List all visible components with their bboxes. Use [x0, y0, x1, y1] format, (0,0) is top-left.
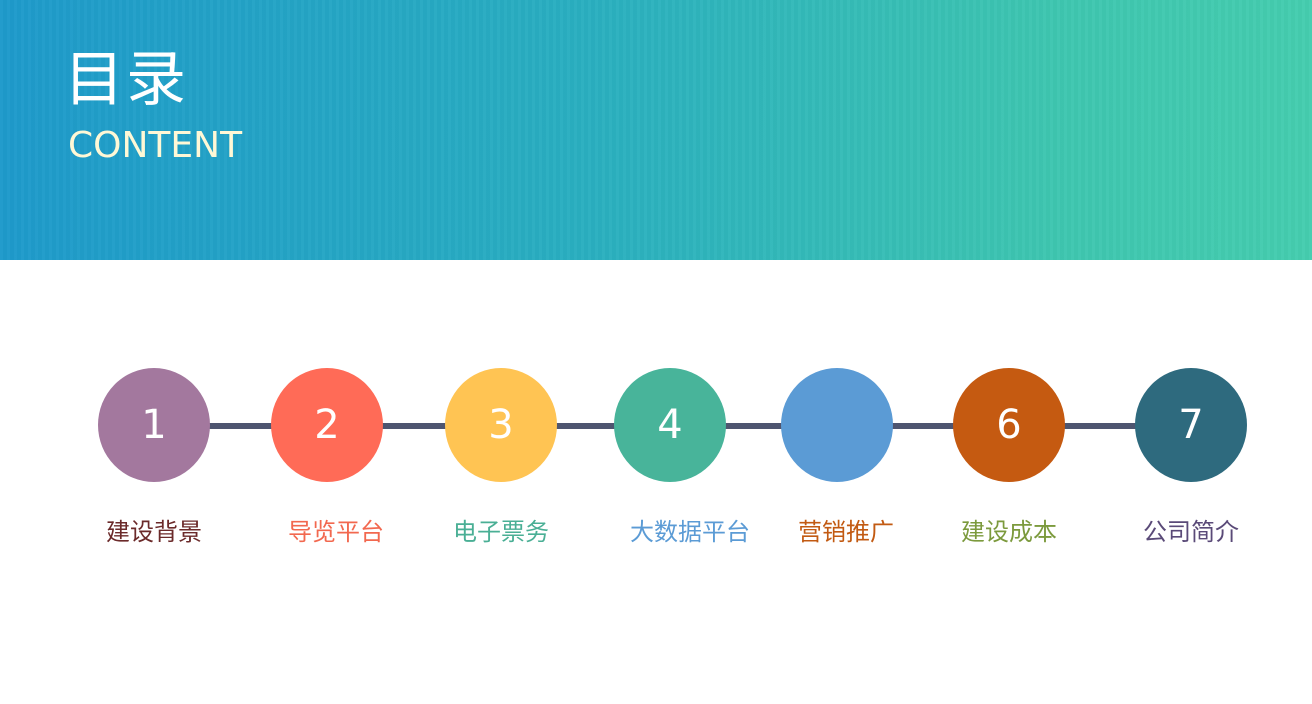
step-label-5[interactable]: 营销推广 [798, 518, 894, 546]
step-circle-6[interactable]: 6 [953, 368, 1065, 482]
step-label-1[interactable]: 建设背景 [106, 518, 202, 546]
page-subtitle: CONTENT [68, 125, 243, 166]
step-circle-7[interactable]: 7 [1135, 368, 1247, 482]
step-label-7[interactable]: 公司简介 [1143, 518, 1239, 546]
page-title: 目录 [64, 45, 188, 115]
step-label-6[interactable]: 建设成本 [961, 518, 1057, 546]
step-label-4[interactable]: 大数据平台 [630, 518, 750, 546]
step-circle-2[interactable]: 2 [271, 368, 383, 482]
step-circle-4[interactable]: 4 [614, 368, 726, 482]
step-circle-5[interactable] [781, 368, 893, 482]
step-label-3[interactable]: 电子票务 [453, 518, 549, 546]
step-number: 1 [141, 402, 167, 448]
header-banner: 目录 CONTENT [0, 0, 1312, 260]
step-number: 7 [1178, 402, 1204, 448]
step-circle-1[interactable]: 1 [98, 368, 210, 482]
step-number: 6 [996, 402, 1022, 448]
step-number: 2 [314, 402, 340, 448]
step-number: 4 [657, 402, 683, 448]
step-circle-3[interactable]: 3 [445, 368, 557, 482]
step-number: 3 [488, 402, 514, 448]
step-label-2[interactable]: 导览平台 [288, 518, 384, 546]
